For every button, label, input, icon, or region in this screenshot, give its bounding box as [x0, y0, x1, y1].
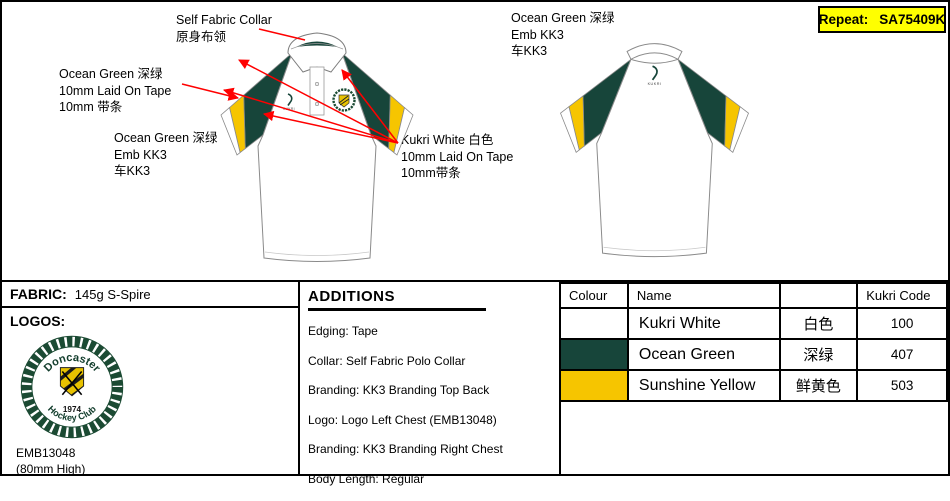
kukri-chest-text: KUKRI	[283, 107, 295, 111]
kukri-glyph-icon	[651, 65, 658, 81]
annotation-line: Ocean Green 深绿	[511, 11, 615, 25]
button	[315, 81, 320, 86]
fabric-value: 145g S-Spire	[74, 286, 151, 302]
colour-cn-cell: 鲜黄色	[778, 369, 859, 402]
front-shirt-diagram: KUKRI	[220, 32, 414, 262]
annotation-line: 10mm带条	[401, 166, 461, 180]
button	[315, 102, 320, 107]
back-body	[596, 58, 713, 258]
chest-club-badge	[332, 88, 356, 112]
annotation-ocean-green-tape: Ocean Green 深绿 10mm Laid On Tape 10mm 带条	[59, 66, 171, 116]
repeat-box: Repeat: SA75409K	[818, 6, 946, 33]
back-left-sleeve-cuff	[560, 106, 580, 153]
badge-year: 1974	[63, 405, 82, 414]
annotation-self-fabric-collar: Self Fabric Collar 原身布领	[176, 12, 272, 45]
annotation-ocean-green-emb-back: Ocean Green 深绿 Emb KK3 车KK3	[511, 10, 615, 60]
colour-cn-cell: 白色	[778, 307, 859, 340]
front-hem-stitch	[264, 251, 370, 256]
colour-name-cell: Kukri White	[626, 307, 781, 340]
swatch-cell	[559, 369, 629, 402]
colour-table: Colour Name Kukri Code Kukri White 白色 10…	[559, 282, 948, 402]
club-badge-logo: Doncaster 1974 Hockey Club	[17, 332, 127, 442]
fabric-section: FABRIC: 145g S-Spire	[2, 282, 298, 308]
annotation-line: 10mm Laid On Tape	[401, 149, 514, 164]
addition-item: Collar: Self Fabric Polo Collar	[308, 353, 466, 368]
annotation-line: Ocean Green 深绿	[59, 67, 163, 81]
badge-outer-ring	[20, 335, 124, 439]
colour-name-cell: Ocean Green	[626, 338, 781, 371]
back-left-sleeve	[560, 58, 632, 153]
annotation-ocean-green-emb-front: Ocean Green 深绿 Emb KK3 车KK3	[114, 130, 218, 180]
repeat-label: Repeat:	[818, 12, 869, 27]
annotation-line: Emb KK3	[114, 147, 167, 162]
additions-title: ADDITIONS	[308, 288, 486, 311]
addition-item: Body Length: Regular	[308, 471, 425, 486]
colour-code-cell: 407	[856, 338, 948, 371]
addition-item: Logo: Logo Left Chest (EMB13048)	[308, 412, 497, 427]
annotation-line: Ocean Green 深绿	[114, 131, 218, 145]
back-hem-stitch	[603, 246, 706, 252]
annotation-line: 车KK3	[511, 44, 548, 58]
emb-info: EMB13048 (80mm High)	[16, 446, 85, 477]
back-right-sleeve-cuff	[729, 106, 749, 153]
emb-size: (80mm High)	[16, 461, 86, 476]
annotation-line: 原身布领	[176, 29, 227, 44]
addition-item: Edging: Tape	[308, 324, 378, 338]
laurel-wreath-icon	[21, 336, 123, 438]
crossed-hockey-sticks-icon	[61, 371, 83, 396]
collar-inner-green	[296, 41, 338, 47]
annotation-line: 10mm 带条	[59, 100, 123, 114]
front-placket	[309, 66, 325, 116]
swatch-cell	[559, 338, 629, 371]
annotation-line: Self Fabric Collar	[176, 13, 272, 27]
annotation-line: Kukri White 白色	[401, 133, 494, 147]
kukri-back-text: KUKRI	[648, 82, 662, 86]
emb-code: EMB13048	[16, 446, 76, 460]
colour-table-header-row: Colour Name Kukri Code	[559, 282, 948, 309]
main-divider	[2, 280, 948, 282]
colour-code-cell: 503	[856, 369, 948, 402]
colour-name-cell: Sunshine Yellow	[626, 369, 781, 402]
addition-item: Branding: KK3 Branding Top Back	[308, 383, 490, 397]
kukri-top-back-branding: KUKRI	[648, 65, 662, 86]
back-shirt-diagram: KUKRI	[560, 43, 749, 258]
spec-sheet-page: Repeat: SA75409K Self Fabric Collar 原身布领…	[0, 0, 950, 486]
back-collar-band	[626, 43, 683, 60]
annotation-kukri-white-tape: Kukri White 白色 10mm Laid On Tape 10mm带条	[401, 132, 513, 182]
collar-fold-line	[290, 43, 344, 50]
name-header: Name	[626, 282, 781, 309]
additions-section: ADDITIONS Edging: Tape Collar: Self Fabr…	[308, 288, 552, 501]
kukri-code-header: Kukri Code	[856, 282, 948, 309]
annotation-line: 车KK3	[114, 164, 151, 178]
badge-inner-ring	[31, 346, 113, 428]
cn-header	[778, 282, 859, 309]
column-divider-1	[298, 280, 300, 476]
colour-header: Colour	[559, 282, 629, 309]
colour-row-green: Ocean Green 深绿 407	[559, 338, 948, 371]
colour-cn-cell: 深绿	[778, 338, 859, 371]
fabric-label: FABRIC:	[10, 286, 67, 302]
addition-item: Branding: KK3 Branding Right Chest	[308, 442, 503, 456]
swatch-cell	[559, 307, 629, 340]
colour-row-yellow: Sunshine Yellow 鲜黄色 503	[559, 369, 948, 402]
colour-row-white: Kukri White 白色 100	[559, 307, 948, 340]
colour-code-cell: 100	[856, 307, 948, 340]
logos-label: LOGOS:	[10, 313, 66, 329]
annotation-line: 10mm Laid On Tape	[59, 83, 172, 98]
annotation-line: Emb KK3	[511, 27, 564, 42]
repeat-value: SA75409K	[879, 12, 946, 27]
